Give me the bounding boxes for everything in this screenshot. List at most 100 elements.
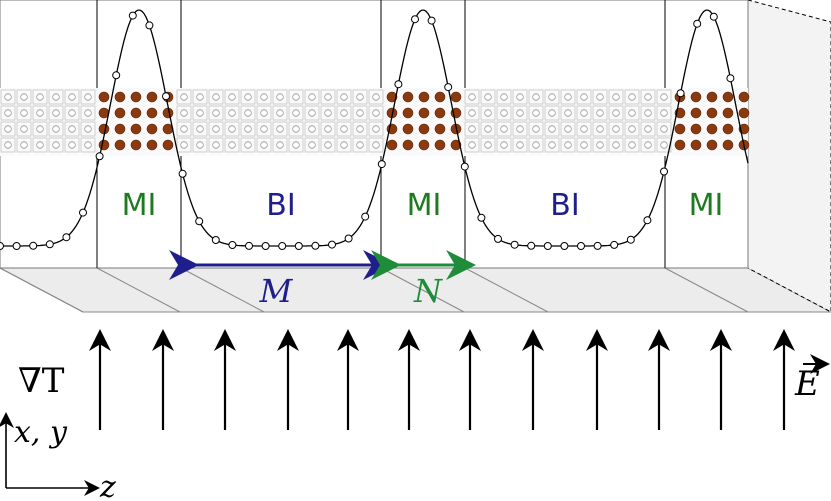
lattice-cell	[640, 105, 656, 121]
gradient-t-label: ∇T	[18, 361, 65, 401]
lattice-cell	[464, 121, 480, 137]
bulk-site	[20, 93, 28, 101]
profile-point	[162, 92, 170, 101]
magnetic-site	[706, 139, 718, 151]
magnetic-site	[146, 139, 158, 151]
lattice-cell	[640, 89, 656, 105]
bulk-site	[340, 141, 348, 149]
magnetic-site	[114, 123, 126, 135]
lattice-cell	[368, 105, 384, 121]
lattice-cell	[480, 121, 496, 137]
bulk-site	[36, 141, 44, 149]
profile-point	[411, 15, 419, 24]
region-label-mi-1: MI	[122, 188, 157, 223]
bulk-site	[36, 109, 44, 117]
lattice-cell	[48, 121, 64, 137]
magnetic-site	[418, 123, 430, 135]
floor-divider	[464, 267, 549, 313]
bulk-site	[52, 109, 60, 117]
lattice-cell	[640, 121, 656, 137]
lattice-cell	[496, 137, 512, 153]
magnetic-site	[418, 91, 430, 103]
bulk-site	[580, 141, 588, 149]
lattice-cell	[656, 105, 672, 121]
lattice-cell	[544, 137, 560, 153]
profile-point	[211, 236, 220, 244]
bulk-site	[84, 141, 92, 149]
magnetic-site	[402, 91, 414, 103]
dimension-n: N	[371, 250, 476, 310]
bulk-site	[276, 141, 284, 149]
magnetic-site	[738, 107, 750, 119]
lattice-cell	[352, 121, 368, 137]
bulk-site	[596, 109, 604, 117]
lattice-cell	[224, 89, 240, 105]
lattice-cell	[640, 137, 656, 153]
lattice-cell	[208, 89, 224, 105]
lattice-cell	[480, 105, 496, 121]
field-arrows	[89, 329, 795, 430]
profile-point	[510, 240, 519, 249]
region-label-bi-2: BI	[550, 188, 579, 223]
bulk-site	[548, 141, 556, 149]
lattice-cell	[656, 137, 672, 153]
lattice-cell	[256, 121, 272, 137]
e-label: E	[794, 364, 820, 404]
profile-point	[311, 241, 320, 250]
bulk-site	[468, 141, 476, 149]
bulk-site	[180, 109, 188, 117]
magnetic-site	[402, 107, 414, 119]
lattice-cell	[528, 89, 544, 105]
bulk-site	[596, 93, 604, 101]
lattice-cell	[512, 105, 528, 121]
bulk-site	[260, 141, 268, 149]
bulk-site	[20, 125, 28, 133]
lattice-cell	[464, 137, 480, 153]
profile-point	[660, 167, 668, 176]
lattice-cell	[64, 137, 80, 153]
magnetic-site	[434, 123, 446, 135]
bulk-site	[196, 109, 204, 117]
coordinate-axes: x, y z	[0, 412, 116, 501]
bulk-site	[372, 141, 380, 149]
magnetic-site	[434, 91, 446, 103]
lattice-cell	[240, 105, 256, 121]
bulk-site	[292, 125, 300, 133]
lattice-cell	[16, 105, 32, 121]
lattice-cell	[80, 89, 96, 105]
magnetic-site	[130, 91, 142, 103]
bulk-site	[52, 93, 60, 101]
lattice-cell	[224, 105, 240, 121]
profile-point	[95, 152, 104, 161]
profile-point	[693, 19, 702, 28]
magnetic-site	[722, 91, 734, 103]
magnetic-site	[690, 123, 702, 135]
axis-z-label: z	[99, 470, 116, 501]
n-label: N	[413, 272, 443, 310]
lattice-cell	[512, 121, 528, 137]
bulk-site	[548, 125, 556, 133]
lattice-band	[0, 88, 750, 156]
lattice-cell	[352, 89, 368, 105]
lattice-cell	[624, 105, 640, 121]
lattice-cell	[336, 105, 352, 121]
lattice-cell	[320, 137, 336, 153]
lattice-cell	[608, 121, 624, 137]
bulk-site	[308, 109, 316, 117]
bulk-site	[68, 141, 76, 149]
profile-point	[245, 241, 253, 250]
magnetic-site	[706, 91, 718, 103]
lattice-cell	[208, 121, 224, 137]
bulk-site	[644, 109, 652, 117]
lattice-cell	[288, 105, 304, 121]
bulk-site	[260, 125, 268, 133]
bulk-site	[660, 109, 668, 117]
profile-point	[726, 74, 735, 83]
bulk-site	[484, 141, 492, 149]
bulk-site	[4, 93, 12, 101]
lattice-cell	[64, 121, 80, 137]
magnetic-site	[130, 107, 142, 119]
bulk-site	[84, 93, 92, 101]
bulk-site	[564, 141, 572, 149]
